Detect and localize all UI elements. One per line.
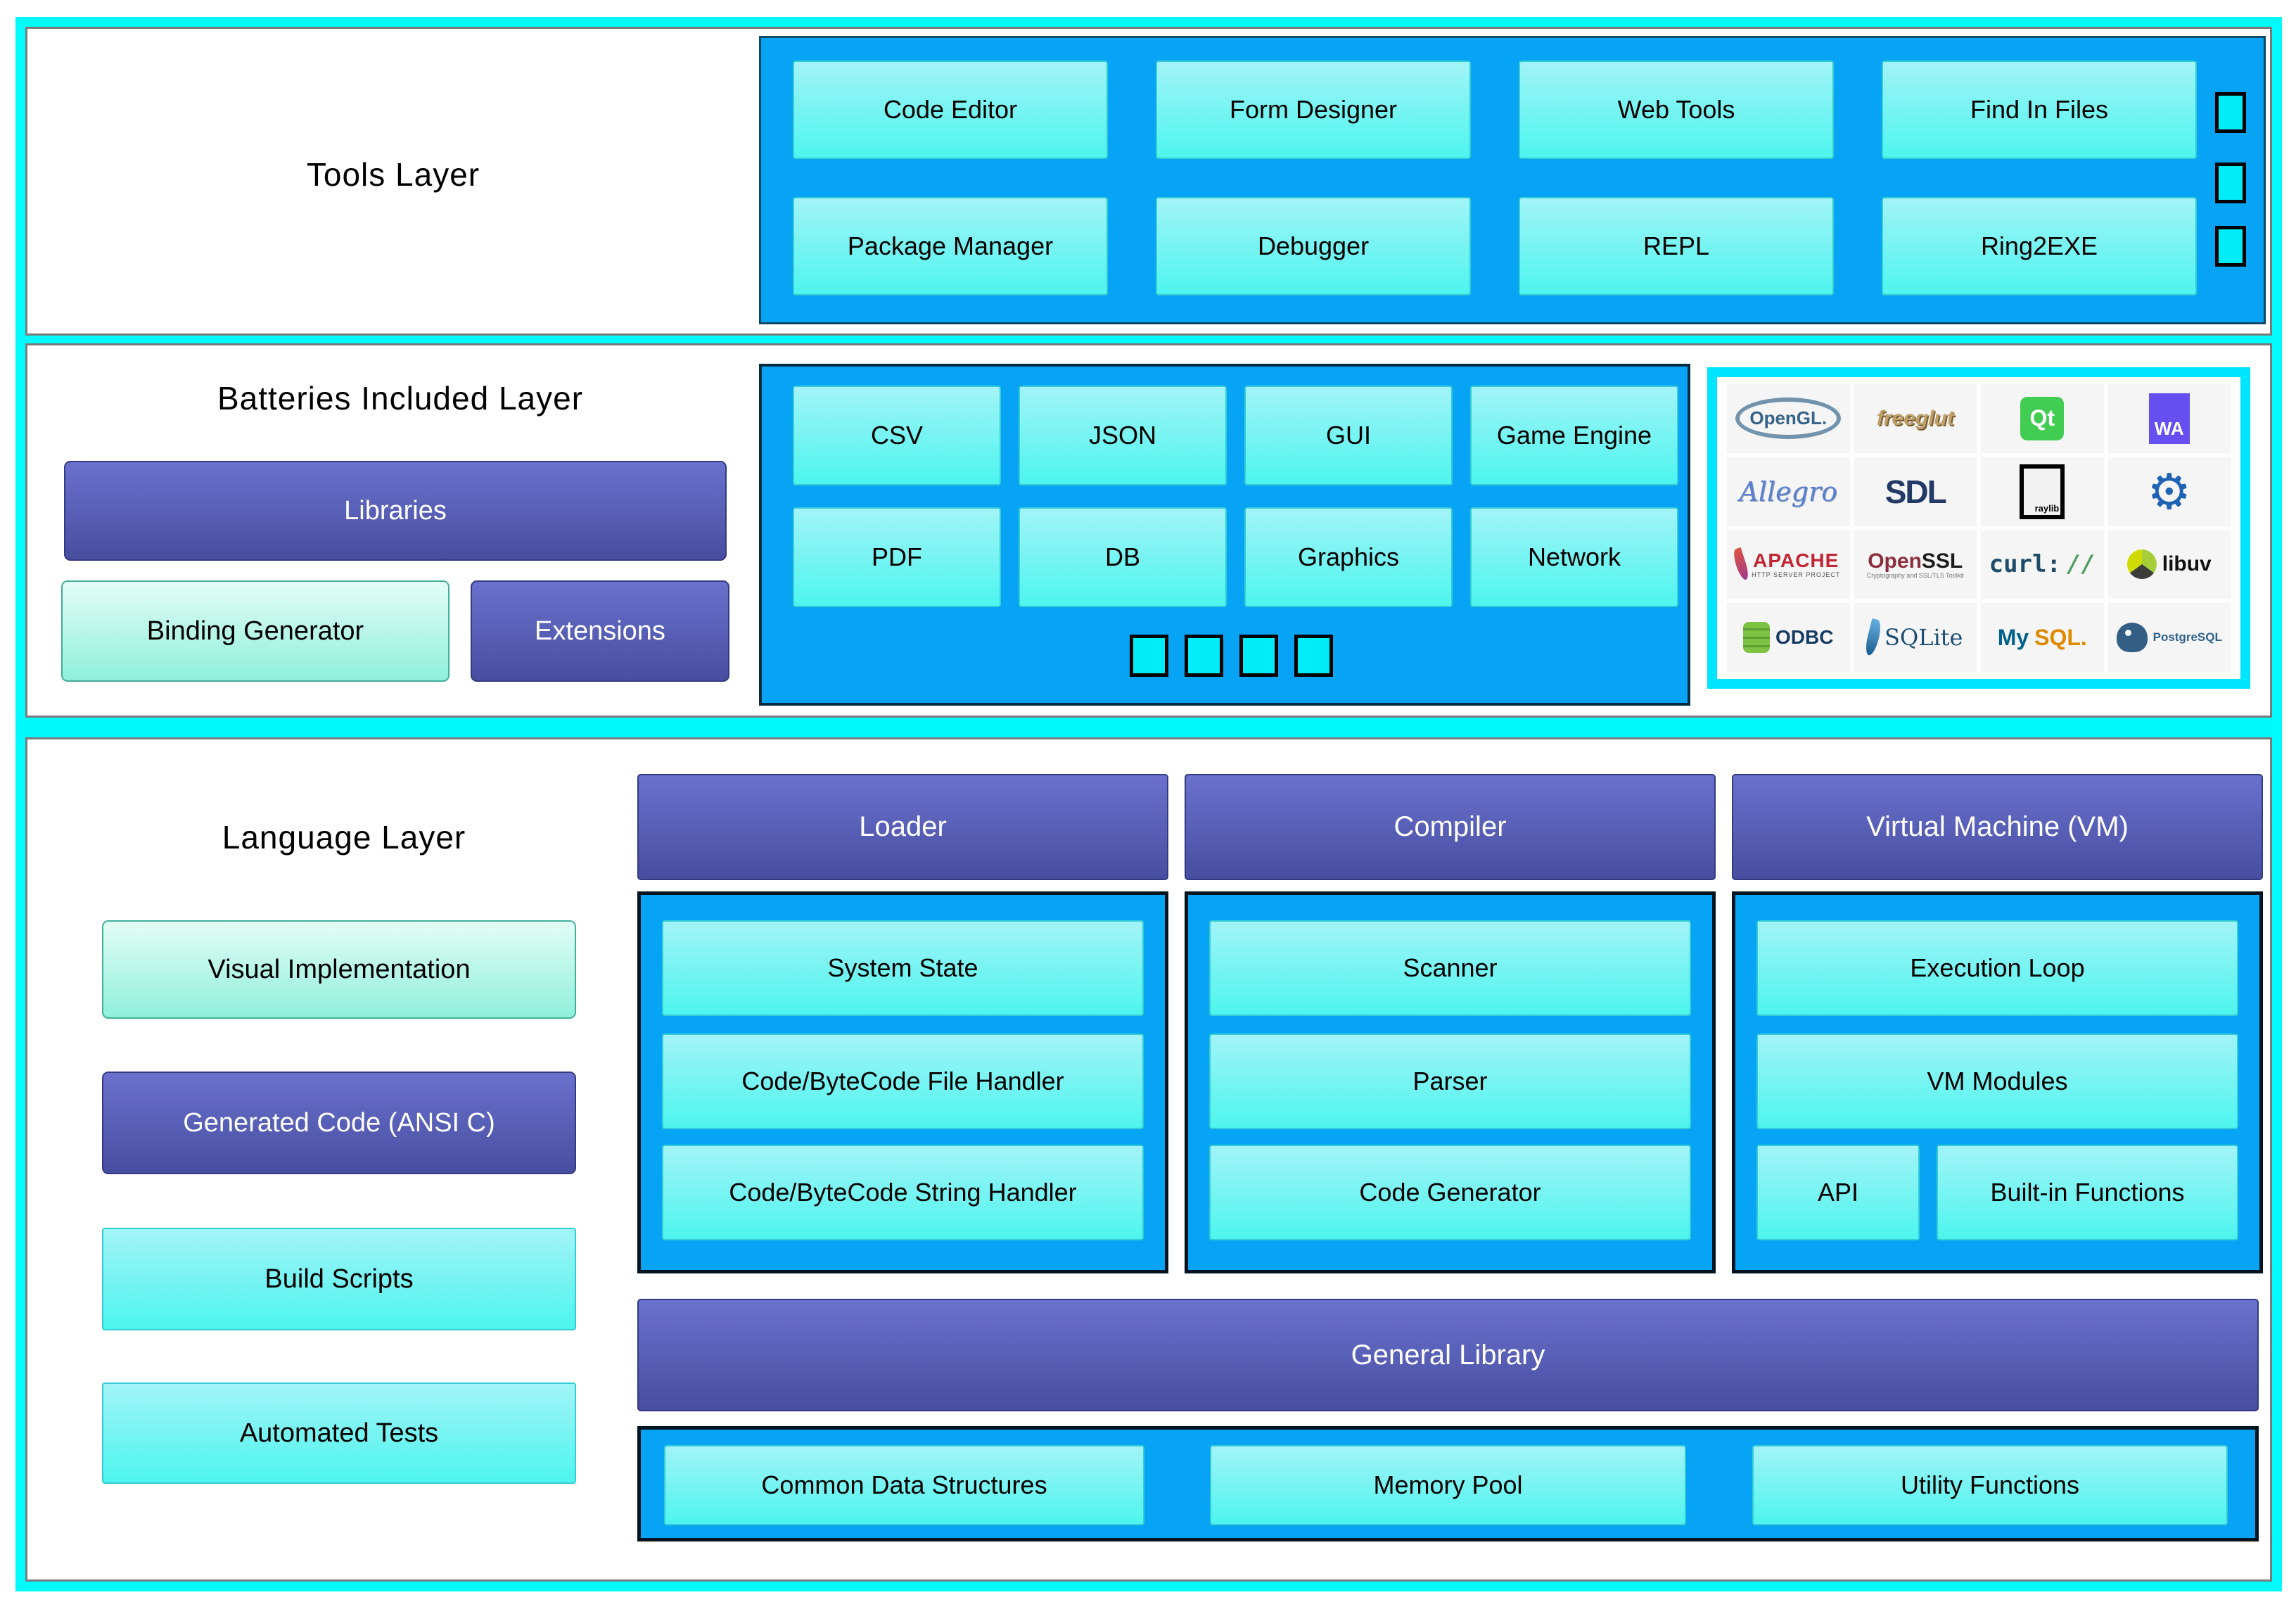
box-visual-implementation: Visual Implementation <box>102 920 576 1019</box>
box-graphics: Graphics <box>1244 507 1453 607</box>
box-csv: CSV <box>793 386 1001 485</box>
sqlite-feather-icon <box>1863 618 1884 657</box>
box-scanner: Scanner <box>1209 920 1691 1016</box>
box-vm-modules: VM Modules <box>1756 1034 2238 1129</box>
loader-container: System State Code/ByteCode File Handler … <box>637 891 1168 1273</box>
curl-logo: curl:// <box>1981 530 2104 599</box>
box-system-state: System State <box>662 920 1144 1016</box>
gear-icon: ⚙ <box>2147 464 2192 519</box>
box-db: DB <box>1019 507 1227 607</box>
box-binding-generator: Binding Generator <box>61 580 449 682</box>
box-memory-pool: Memory Pool <box>1210 1445 1686 1525</box>
box-libraries: Libraries <box>64 461 727 561</box>
box-build-scripts: Build Scripts <box>102 1228 576 1330</box>
box-json: JSON <box>1019 386 1227 485</box>
box-form-designer: Form Designer <box>1156 61 1471 159</box>
box-builtin-functions: Built-in Functions <box>1937 1145 2238 1240</box>
vm-header: Virtual Machine (VM) <box>1732 774 2263 880</box>
box-automated-tests: Automated Tests <box>102 1382 576 1484</box>
language-layer-title: Language Layer <box>222 819 466 856</box>
box-execution-loop: Execution Loop <box>1756 920 2238 1016</box>
batteries-layer-title: Batteries Included Layer <box>217 380 584 417</box>
box-web-tools: Web Tools <box>1519 61 1834 159</box>
box-network: Network <box>1470 507 1678 607</box>
cyan-square-icon <box>1294 635 1333 677</box>
allegro-logo: Allegro <box>1727 457 1850 526</box>
qt-logo: Qt <box>1981 384 2104 453</box>
box-code-editor: Code Editor <box>793 61 1108 159</box>
freeglut-logo: freeglut <box>1854 384 1977 453</box>
libuv-logo: libuv <box>2107 530 2231 599</box>
opengl-logo: OpenGL. <box>1727 384 1850 453</box>
box-string-handler: Code/ByteCode String Handler <box>662 1145 1144 1240</box>
batteries-layer-section: Batteries Included Layer Libraries Bindi… <box>25 343 2272 718</box>
box-parser: Parser <box>1209 1034 1691 1129</box>
cyan-square-icon <box>1130 635 1168 677</box>
cyan-square-icon <box>2215 92 2246 133</box>
cyan-square-icon <box>2215 163 2246 203</box>
general-library-container: Common Data Structures Memory Pool Utili… <box>637 1426 2259 1541</box>
vm-container: Execution Loop VM Modules API Built-in F… <box>1732 891 2263 1273</box>
box-api: API <box>1756 1145 1920 1240</box>
extensions-logos-panel: OpenGL. freeglut Qt WA Allegro SDL rayli… <box>1707 367 2250 689</box>
sdl-logo: SDL <box>1854 457 1977 526</box>
box-debugger: Debugger <box>1156 197 1471 295</box>
box-pdf: PDF <box>793 507 1001 607</box>
box-repl: REPL <box>1519 197 1834 295</box>
box-utility-functions: Utility Functions <box>1752 1445 2228 1525</box>
box-game-engine: Game Engine <box>1470 386 1678 485</box>
libuv-circle-icon <box>2126 549 2157 580</box>
raylib-badge-icon: raylib <box>2020 464 2065 519</box>
sqlite-logo: SQLite <box>1854 603 1977 672</box>
box-file-handler: Code/ByteCode File Handler <box>662 1034 1144 1129</box>
raylib-logo: raylib <box>1981 457 2104 526</box>
loader-header: Loader <box>637 774 1168 880</box>
box-gui: GUI <box>1244 386 1453 485</box>
language-layer-section: Language Layer Visual Implementation Gen… <box>25 737 2272 1582</box>
box-package-manager: Package Manager <box>793 197 1108 295</box>
general-library-bar: General Library <box>637 1299 2259 1411</box>
box-common-data-structures: Common Data Structures <box>664 1445 1144 1525</box>
cyan-square-icon <box>1185 635 1223 677</box>
diagram-frame: Tools Layer Code Editor Form Designer We… <box>15 17 2282 1591</box>
box-find-in-files: Find In Files <box>1882 61 2197 159</box>
box-code-generator: Code Generator <box>1209 1145 1691 1240</box>
cyan-square-icon <box>1239 635 1278 677</box>
box-ring2exe: Ring2EXE <box>1882 197 2197 295</box>
compiler-header: Compiler <box>1185 774 1716 880</box>
apache-feather-icon <box>1731 547 1751 582</box>
cyan-square-icon <box>2215 226 2246 267</box>
batteries-container: CSV JSON GUI Game Engine PDF DB Graphics… <box>759 364 1690 706</box>
box-generated-code: Generated Code (ANSI C) <box>102 1072 576 1174</box>
tools-container: Code Editor Form Designer Web Tools Find… <box>759 36 2266 324</box>
odbc-logo: ODBC <box>1727 603 1850 672</box>
database-cylinder-icon <box>1743 622 1771 654</box>
engine-gear-logo: ⚙ <box>2107 457 2231 526</box>
tools-layer-section: Tools Layer Code Editor Form Designer We… <box>25 27 2272 336</box>
opengl-ellipse-icon: OpenGL. <box>1735 398 1842 440</box>
box-extensions: Extensions <box>471 580 729 682</box>
compiler-container: Scanner Parser Code Generator <box>1185 891 1716 1273</box>
tools-layer-title: Tools Layer <box>306 156 480 193</box>
postgresql-elephant-icon <box>2116 623 2148 653</box>
postgresql-logo: PostgreSQL <box>2107 603 2231 672</box>
webassembly-logo: WA <box>2107 384 2231 453</box>
